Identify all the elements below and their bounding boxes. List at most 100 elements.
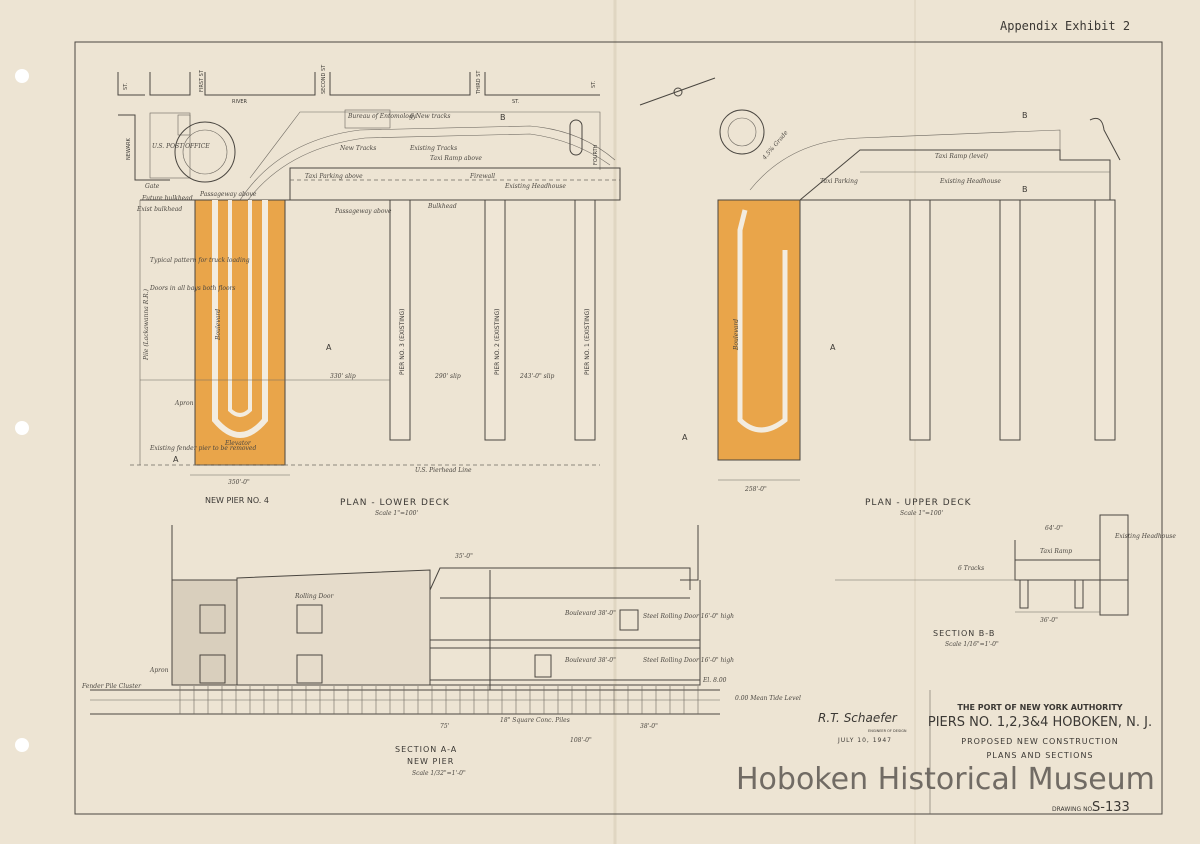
drawing-label: 6 Tracks <box>958 565 984 572</box>
drawing-label: Existing Headhouse <box>504 183 566 190</box>
drawing-number-label: DRAWING NO. <box>1052 806 1094 813</box>
drawing-label: 64'-0" <box>1045 525 1063 532</box>
drawing-label: Rolling Door <box>294 593 335 600</box>
title-line: PROPOSED NEW CONSTRUCTION <box>961 737 1119 746</box>
section-a-a <box>90 525 720 715</box>
drawing-label: Existing Tracks <box>409 145 457 152</box>
drawing-label: 75' <box>440 723 450 730</box>
street-label: FOURTH <box>593 144 599 165</box>
new-pier-upper <box>717 199 801 461</box>
new-pier-label: NEW PIER NO. 4 <box>205 496 269 505</box>
new-pier-no-4 <box>194 199 286 466</box>
drawing-label: Doors in all bays both floors <box>149 285 236 292</box>
street-label: RIVER <box>232 99 248 105</box>
street-grid <box>117 72 1121 201</box>
drawing-label: 4.5% Grade <box>761 129 790 162</box>
drawing-label: Exist bulkhead <box>136 206 182 213</box>
pier-label: PIER NO. 1 (EXISTING) <box>584 309 591 376</box>
drawing-label: U.S. Pierhead Line <box>415 467 472 474</box>
drawing-label: Fender Pile Cluster <box>81 683 142 690</box>
drawing-label: Boulevard 38'-0" <box>564 657 616 664</box>
pile-row <box>179 686 699 714</box>
section-aa-subtitle: NEW PIER <box>407 757 454 766</box>
drawing-label: Steel Rolling Door 16'-0" high <box>643 657 734 664</box>
drawing-label: 0.00 Mean Tide Level <box>735 695 801 702</box>
drawing-label: Future bulkhead <box>141 195 193 202</box>
drawing-label: Steel Rolling Door 16'-0" high <box>643 613 734 620</box>
scale-label: Scale 1/32"=1'-0" <box>412 770 466 777</box>
sheet-border <box>74 41 1163 815</box>
drawing-label: Apron <box>174 400 194 407</box>
pier-no-2 <box>484 199 506 441</box>
pier-no-1 <box>574 199 596 441</box>
drawing-label: Apron <box>149 667 169 674</box>
drawing-label: Existing Headhouse <box>1114 533 1176 540</box>
drawing-label: Pile (Lackawanna R.R.) <box>143 288 150 361</box>
plan-upper-deck <box>717 149 1116 481</box>
drawing-label: Firewall <box>469 173 495 180</box>
drawing-label: Elevator <box>224 440 252 447</box>
plan-upper-title: PLAN - UPPER DECK <box>865 498 972 508</box>
signature-title: ENGINEER OF DESIGN <box>868 729 907 733</box>
street-label: NEWARK <box>126 138 132 160</box>
punch-hole <box>15 738 29 752</box>
drawing-label: 290' slip <box>434 373 461 380</box>
section-bb-title: SECTION B-B <box>933 629 995 638</box>
drawing-label: Existing Headhouse <box>939 178 1001 185</box>
pier-label: PIER NO. 2 (EXISTING) <box>494 309 501 376</box>
drawing-label: 35'-0" <box>455 553 473 560</box>
title-line: PLANS AND SECTIONS <box>986 751 1093 760</box>
drawing-label: Existing fender pier to be removed <box>149 445 256 452</box>
section-mark: B <box>1022 111 1028 120</box>
drawing-label: 6 New tracks <box>410 113 451 120</box>
pier-label: PIER NO. 3 (EXISTING) <box>399 309 406 376</box>
drawing-label: Taxi Ramp above <box>430 155 482 162</box>
section-b-b <box>835 514 1129 616</box>
drawing-label: 108'-0" <box>570 737 592 744</box>
punch-hole <box>15 421 29 435</box>
section-mark: A <box>830 343 836 352</box>
scale-label: Scale 1/16"=1'-0" <box>945 641 999 648</box>
street-label: ST. <box>512 99 520 105</box>
section-mark: A <box>173 455 179 464</box>
section-mark: A <box>682 433 688 442</box>
museum-watermark: Hoboken Historical Museum <box>736 762 1155 797</box>
drawing-label: New Tracks <box>339 145 376 152</box>
drawing-label: 18" Square Conc. Piles <box>500 717 570 724</box>
drawing-label: 243'-0" slip <box>519 373 555 380</box>
drawing-label: U.S. POST OFFICE <box>152 143 210 150</box>
scale-label: Scale 1"=100' <box>900 510 943 517</box>
drawing-label: Boulevard 38'-0" <box>564 610 616 617</box>
punch-hole <box>15 69 29 83</box>
street-label: FIRST ST <box>199 69 205 92</box>
project-title: PIERS NO. 1,2,3&4 HOBOKEN, N. J. <box>928 715 1152 730</box>
section-mark: B <box>1022 185 1028 194</box>
drawing-label: Passageway above <box>199 191 257 198</box>
drawing-label: Taxi Parking <box>820 178 858 185</box>
plan-lower-deck <box>130 167 621 476</box>
drawing-label: Bulkhead <box>427 203 457 210</box>
drawing-label: Taxi Ramp (level) <box>935 153 989 160</box>
street-label: THIRD ST <box>476 70 482 95</box>
drawing-label: Boulevard <box>733 319 740 351</box>
street-label: SECOND ST <box>321 64 327 94</box>
drawing-label: 350'-0" <box>228 479 250 486</box>
drawing-number: S-133 <box>1092 800 1130 815</box>
drawing-label: Passageway above <box>334 208 392 215</box>
section-aa-title: SECTION A-A <box>395 745 457 754</box>
drawing-label: Boulevard <box>215 309 222 341</box>
signature: R.T. Schaefer <box>818 711 898 725</box>
scale-label: Scale 1"=100' <box>375 510 418 517</box>
authority-name: THE PORT OF NEW YORK AUTHORITY <box>957 703 1122 712</box>
section-mark: A <box>326 343 332 352</box>
drawing-label: Bureau of Entomology <box>347 113 417 120</box>
street-label: ST. <box>123 82 129 90</box>
drawing-label: 36'-0" <box>1040 617 1058 624</box>
north-arrow <box>639 77 716 106</box>
drawing-label: Typical pattern for truck loading <box>150 257 250 264</box>
drawing-label: 38'-0" <box>640 723 658 730</box>
pier-no-3 <box>389 199 411 441</box>
drawing-label: El. 8.00 <box>702 677 727 684</box>
section-mark: B <box>500 113 506 122</box>
